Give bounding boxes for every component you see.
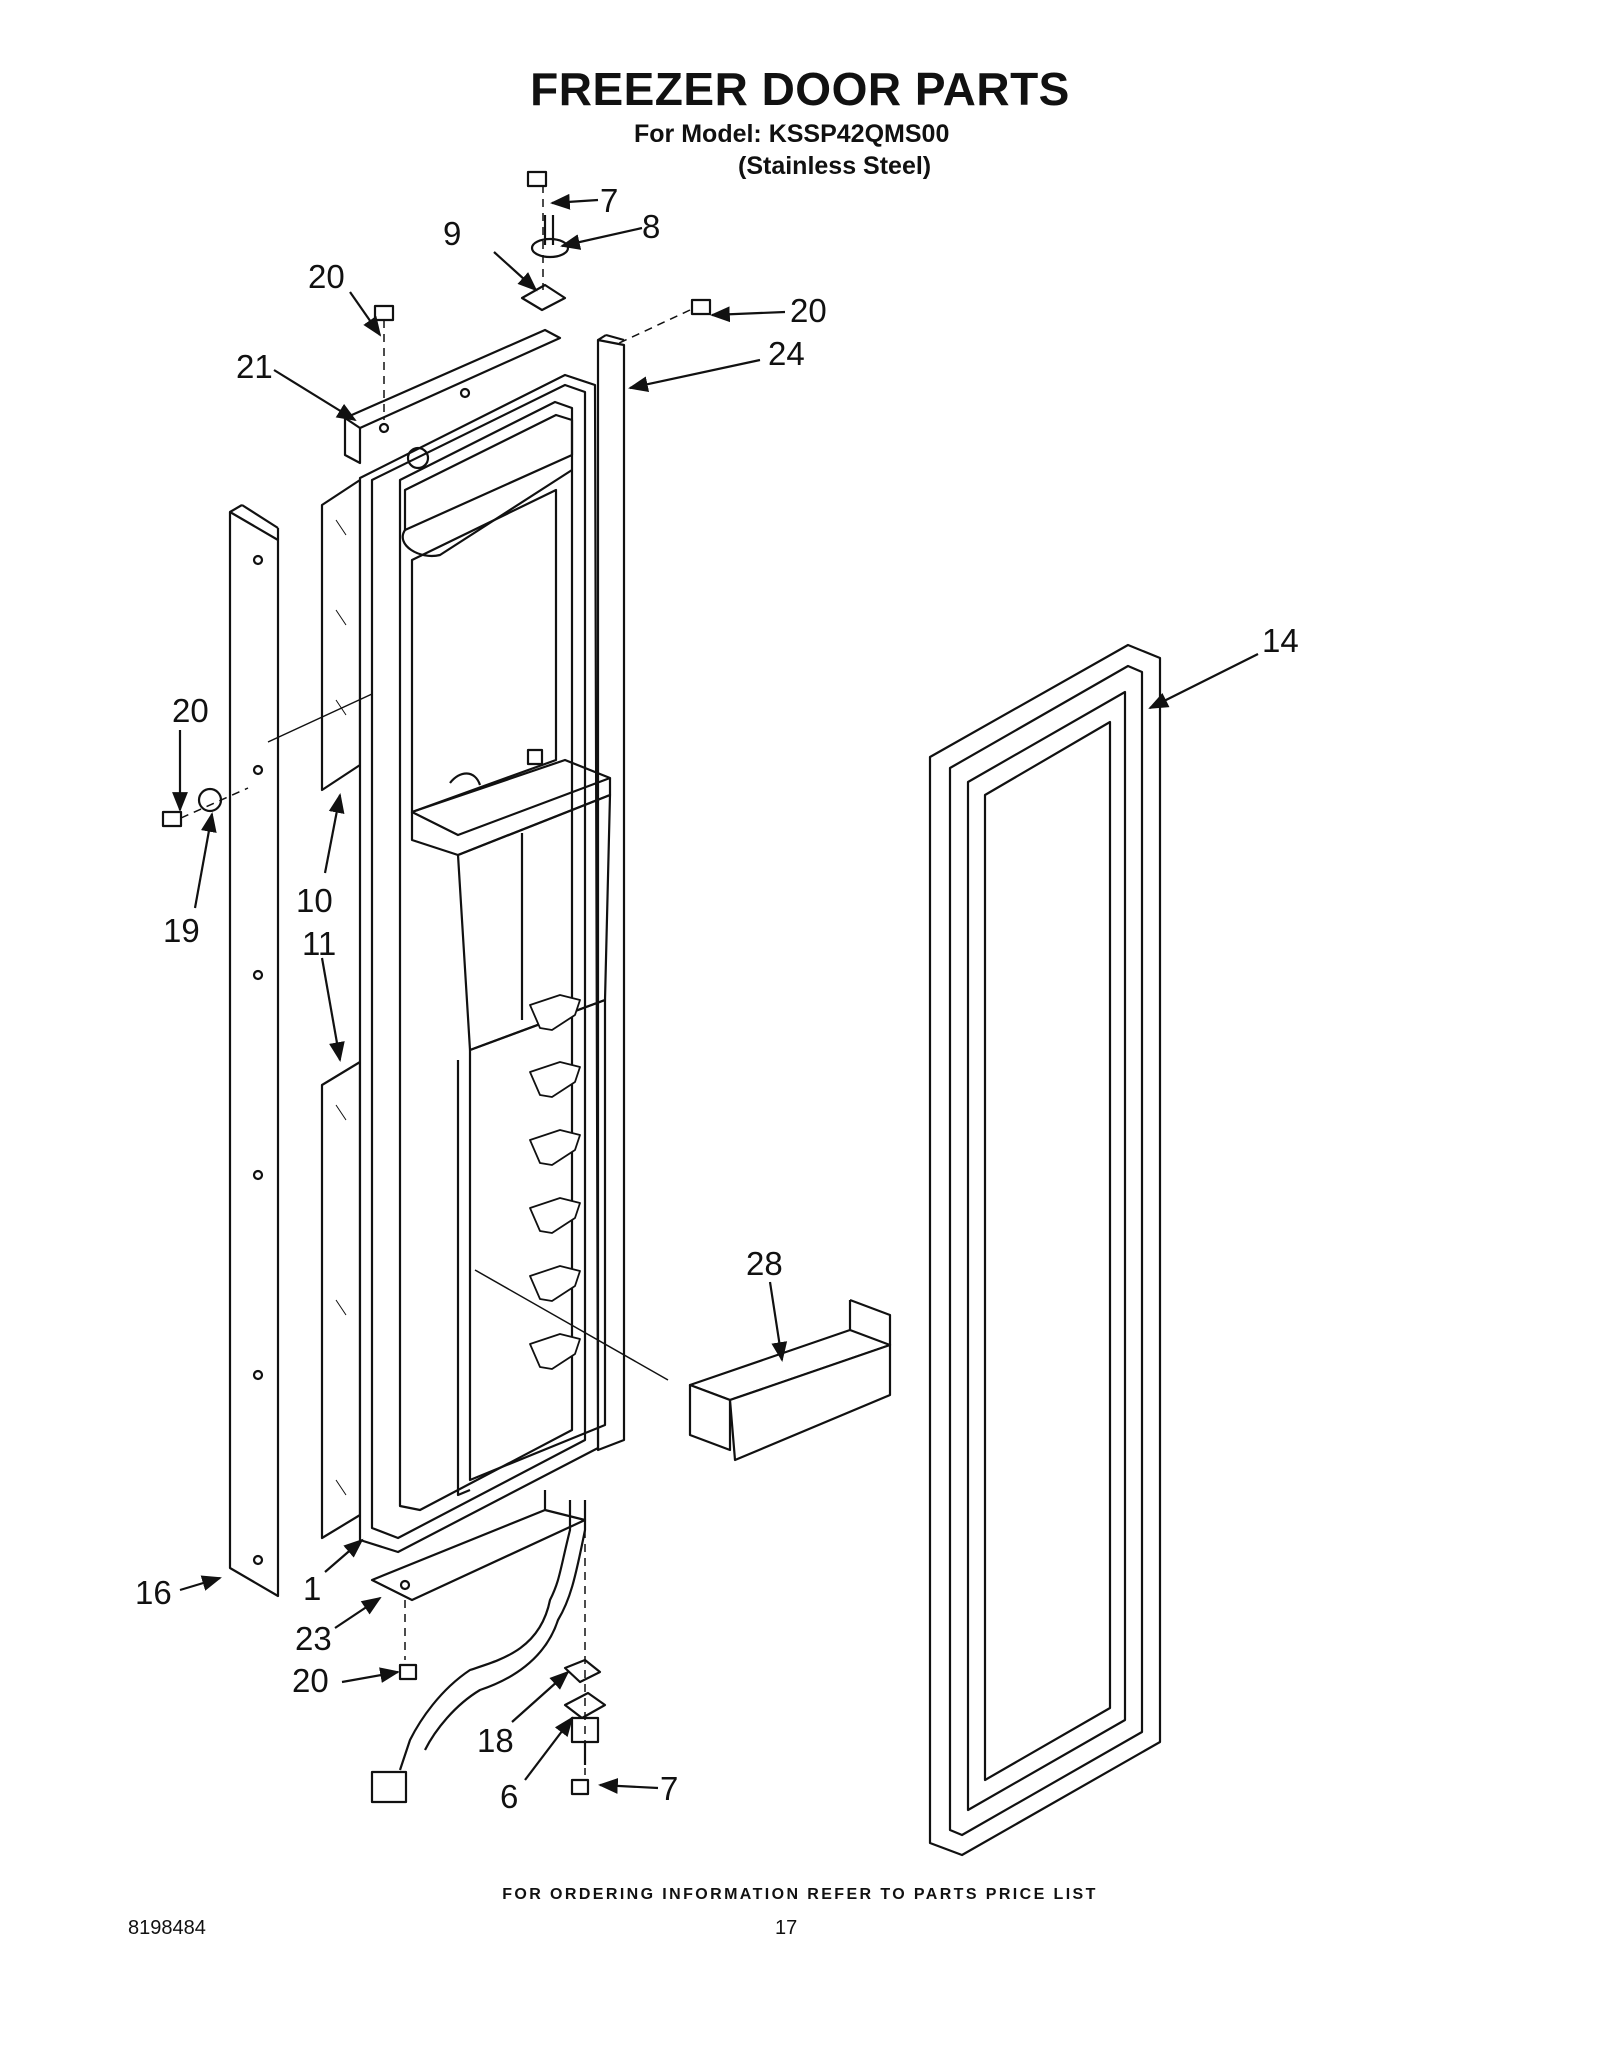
side-trim-strip — [228, 504, 280, 1598]
alignment-lines — [180, 185, 691, 1775]
right-trim-strip — [596, 333, 626, 1452]
door-liner — [358, 373, 612, 1554]
top-bracket — [343, 328, 562, 465]
upper-insulation-panel — [320, 478, 362, 792]
page-title: FREEZER DOOR PARTS — [530, 63, 1070, 115]
callout-24: 24 — [768, 335, 805, 372]
callout-6: 6 — [500, 1778, 518, 1815]
screws — [161, 170, 712, 1796]
model-variant: (Stainless Steel) — [738, 152, 932, 180]
top-hinge — [520, 215, 570, 312]
document-number: 8198484 — [128, 1917, 206, 1939]
callout-28: 28 — [746, 1245, 783, 1282]
callout-arrows — [172, 193, 1259, 1794]
callout-20-left: 20 — [172, 692, 209, 729]
callout-14: 14 — [1262, 622, 1299, 659]
door-bin — [688, 1298, 892, 1462]
callout-20-bottom: 20 — [292, 1662, 329, 1699]
callout-16: 16 — [135, 1574, 172, 1611]
callout-20-top-left: 20 — [308, 258, 345, 295]
page-number: 17 — [775, 1917, 798, 1939]
lower-insulation-panel — [320, 1060, 362, 1540]
wire-harness — [370, 1500, 587, 1804]
callout-19: 19 — [163, 912, 200, 949]
shelf-ribs — [529, 994, 581, 1370]
callout-labels: 7 8 9 20 20 24 21 14 20 19 10 11 28 16 1… — [135, 182, 1299, 1815]
callout-21: 21 — [236, 348, 273, 385]
callout-23: 23 — [295, 1620, 332, 1657]
callout-9: 9 — [443, 215, 461, 252]
callout-20-top-right: 20 — [790, 292, 827, 329]
callout-10: 10 — [296, 882, 333, 919]
callout-7-bottom: 7 — [660, 1770, 678, 1807]
ordering-note: FOR ORDERING INFORMATION REFER TO PARTS … — [502, 1886, 1098, 1903]
callout-11: 11 — [302, 925, 336, 962]
door-gasket — [928, 643, 1162, 1857]
model-number: For Model: KSSP42QMS00 — [634, 120, 950, 148]
callout-18: 18 — [477, 1722, 514, 1759]
callout-1: 1 — [303, 1570, 321, 1607]
callout-7-top: 7 — [600, 182, 618, 219]
callout-8: 8 — [642, 208, 660, 245]
